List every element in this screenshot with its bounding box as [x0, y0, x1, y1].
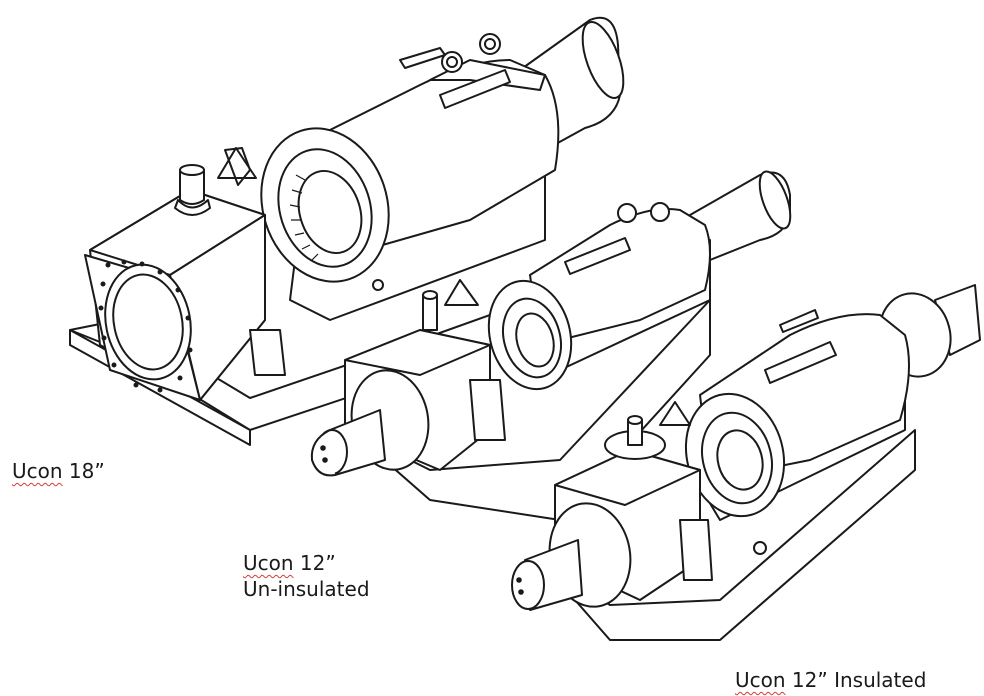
label-ucon-12i-word: Ucon [735, 668, 786, 692]
ucon-18-unit [69, 16, 625, 446]
label-ucon-18-size: 18” [62, 459, 105, 483]
label-ucon-12u-line2: Un-insulated [243, 577, 370, 601]
ucon-12-uninsulated-unit [310, 170, 792, 521]
label-ucon-12u-size: 12” [293, 551, 336, 575]
label-ucon-12-uninsulated: Ucon 12”Un-insulated [243, 550, 370, 602]
label-ucon-12i-size: 12” Insulated [785, 668, 927, 692]
label-ucon-12u-word: Ucon [243, 551, 294, 575]
label-ucon-12-insulated: Ucon 12” Insulated [735, 667, 926, 693]
label-ucon-18-word: Ucon [12, 459, 63, 483]
ucon-12-insulated-unit [511, 284, 981, 641]
label-ucon-18: Ucon 18” [12, 458, 105, 484]
